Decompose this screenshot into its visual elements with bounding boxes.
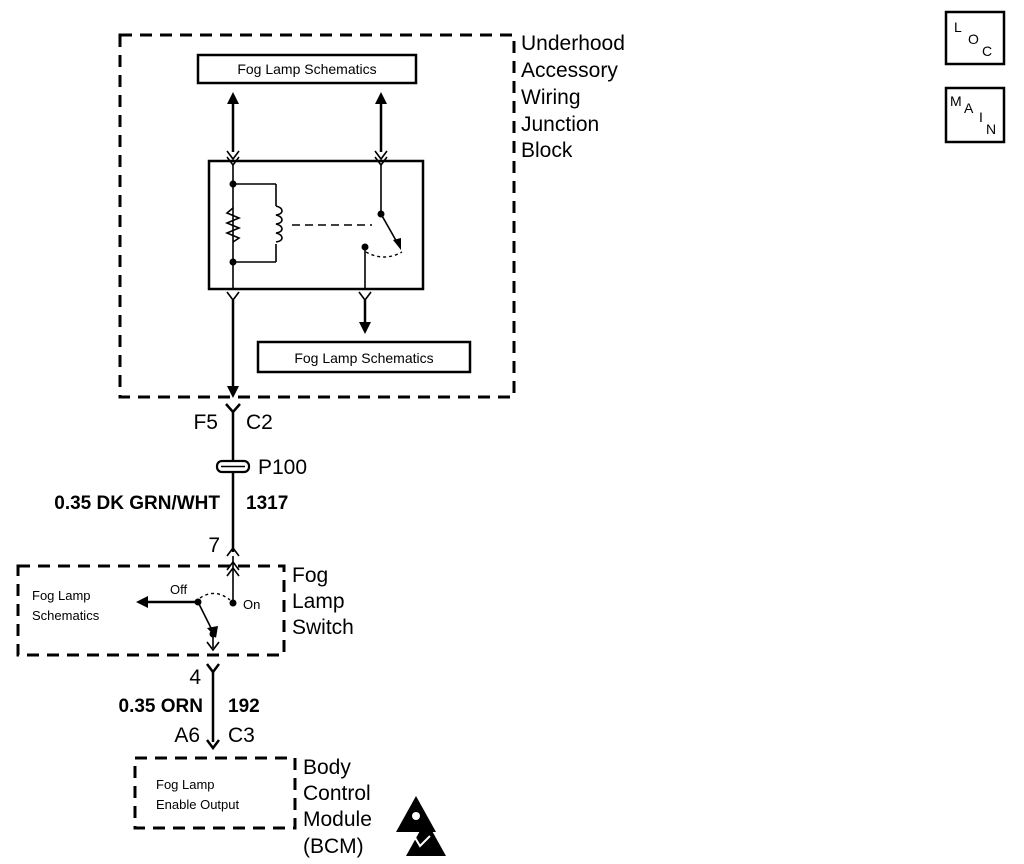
- bcm-output-1: Fog Lamp: [156, 777, 215, 792]
- loc-letter-3: C: [982, 43, 992, 59]
- loc-letter-2: O: [968, 31, 979, 47]
- top-schematic-ref[interactable]: Fog Lamp Schematics: [196, 53, 418, 85]
- junction-block-outline: [118, 33, 516, 399]
- connector-c2: F5 C2: [193, 403, 273, 434]
- bcm-label-2: Control: [303, 782, 371, 805]
- splice-name: P100: [258, 456, 307, 479]
- bcm-label-4: (BCM): [303, 835, 364, 858]
- junction-block-label-4: Junction: [521, 113, 599, 136]
- fog-lamp-switch-outline: [16, 564, 286, 657]
- switch-pin-7: 7: [208, 534, 220, 557]
- connector-c3-name: C3: [228, 724, 255, 747]
- switch-on-label: On: [243, 597, 260, 612]
- junction-block-label-1: Underhood: [521, 32, 625, 55]
- connector-c2-name: C2: [246, 411, 273, 434]
- main-letter-3: I: [979, 109, 983, 125]
- bottom-schematic-ref[interactable]: Fog Lamp Schematics: [256, 340, 472, 374]
- main-letter-4: N: [986, 121, 996, 137]
- junction-block-label-3: Wiring: [521, 86, 581, 109]
- bcm-label-3: Module: [303, 808, 372, 831]
- switch-schematic-ref[interactable]: Fog Lamp Schematics: [32, 588, 100, 623]
- switch-off-label: Off: [170, 582, 187, 597]
- main-letter-1: M: [950, 93, 962, 109]
- junction-block-label-2: Accessory: [521, 59, 618, 82]
- bcm-outline: [133, 756, 297, 830]
- bcm-label-1: Body: [303, 756, 351, 779]
- loc-icon[interactable]: L O C: [944, 10, 1006, 66]
- switch-on-contact: [229, 599, 237, 607]
- junction-block: Underhood Accessory Wiring Junction Bloc…: [118, 32, 625, 399]
- esd-warning-icon: [396, 796, 446, 856]
- switch-pin-4: 4: [189, 666, 201, 689]
- switch-schematic-ref-1: Fog Lamp: [32, 588, 91, 603]
- wire-1317-circuit: 1317: [246, 493, 288, 514]
- switch-schematic-ref-2: Schematics: [32, 608, 100, 623]
- junction-block-label-5: Block: [521, 139, 573, 162]
- fog-lamp-switch-label-2: Lamp: [292, 590, 345, 613]
- relay-outline: [207, 159, 425, 291]
- relay: [207, 150, 425, 302]
- arrow-left-icon: [136, 596, 148, 608]
- connector-c3: A6 C3: [174, 724, 255, 751]
- top-schematic-ref-text: Fog Lamp Schematics: [237, 61, 376, 77]
- bottom-schematic-ref-text: Fog Lamp Schematics: [294, 350, 433, 366]
- splice-p100: P100: [215, 456, 307, 479]
- bcm-output-2: Enable Output: [156, 797, 240, 812]
- resistor-icon: [224, 207, 242, 243]
- arrow-down-icon: [227, 386, 239, 398]
- main-letter-2: A: [964, 100, 974, 116]
- connector-c3-pin: A6: [174, 724, 200, 747]
- wire-192-circuit: 192: [228, 696, 260, 717]
- arrow-up-icon: [375, 92, 387, 104]
- fog-lamp-switch-label-1: Fog: [292, 564, 328, 587]
- coil-icon: [275, 205, 283, 243]
- wire-1317-gauge-color: 0.35 DK GRN/WHT: [54, 493, 220, 514]
- arrow-up-icon: [227, 92, 239, 104]
- wire-192-gauge-color: 0.35 ORN: [119, 696, 203, 717]
- loc-letter-1: L: [954, 19, 962, 35]
- main-icon[interactable]: M A I N: [944, 86, 1006, 144]
- fog-lamp-switch: Fog Lamp Switch 7 On Off Fog Lamp Schema…: [16, 534, 354, 689]
- connector-c2-pin: F5: [193, 411, 218, 434]
- arrow-down-icon: [359, 322, 371, 334]
- bcm: Fog Lamp Enable Output Body Control Modu…: [133, 756, 446, 858]
- fog-lamp-switch-label-3: Switch: [292, 616, 354, 639]
